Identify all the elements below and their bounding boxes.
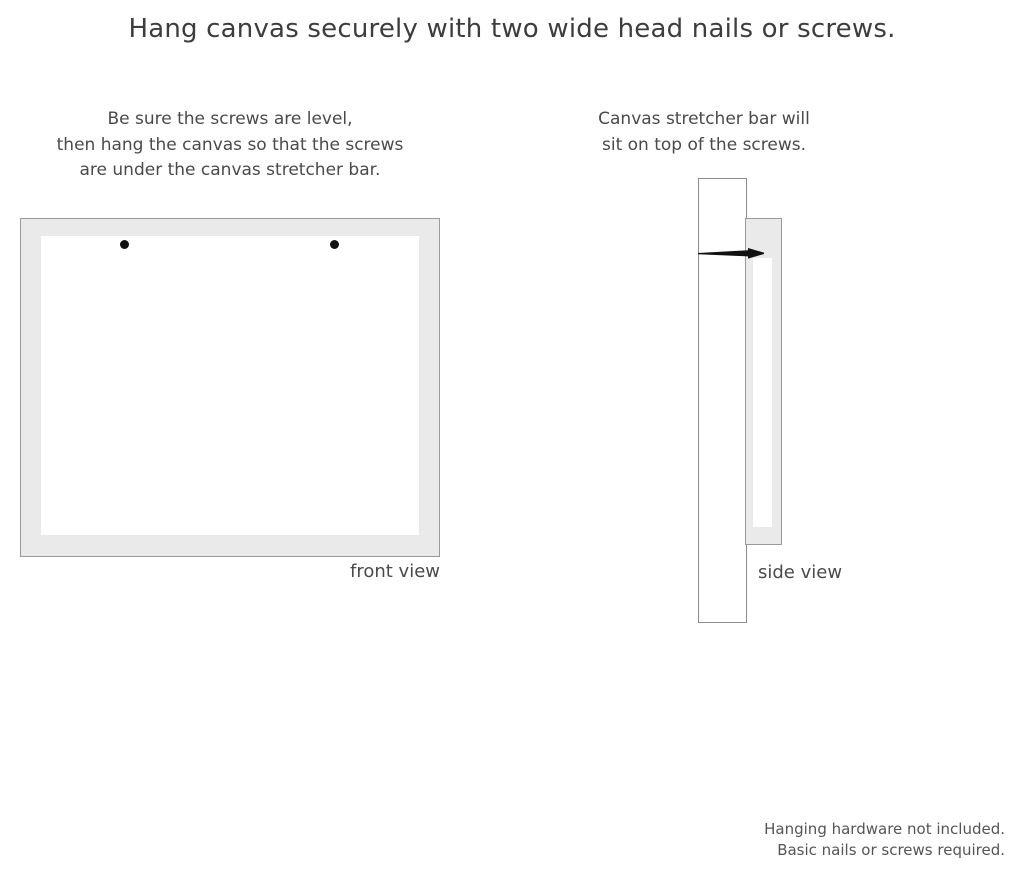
front-view-caption-line-2: then hang the canvas so that the screws [56,134,404,155]
front-view-label: front view [350,561,440,582]
canvas-face-front [41,236,419,535]
wall-cross-section [698,178,747,623]
side-view-caption-line-1: Canvas stretcher bar will [598,109,810,129]
side-view-caption: Canvas stretcher bar will sit on top of … [585,107,823,158]
disclaimer-note: Hanging hardware not included. Basic nai… [764,819,1005,861]
front-view-caption-line-3: are under the canvas stretcher bar. [79,160,381,180]
side-view-caption-line-2: sit on top of the screws. [601,134,807,155]
page-title: Hang canvas securely with two wide head … [128,14,896,44]
front-view-caption: Be sure the screws are level, then hang … [20,107,440,184]
side-view-diagram [698,178,808,624]
disclaimer-line-1: Hanging hardware not included. [764,820,1005,838]
screw-side-icon [698,248,764,259]
screw-head-left-icon [120,240,129,249]
front-view-caption-line-1: Be sure the screws are level, [107,109,353,129]
screw-head-right-icon [330,240,339,249]
side-view-label: side view [758,562,843,583]
front-view-diagram [20,218,440,557]
canvas-cavity-side [753,258,772,527]
disclaimer-line-2: Basic nails or screws required. [777,841,1005,859]
